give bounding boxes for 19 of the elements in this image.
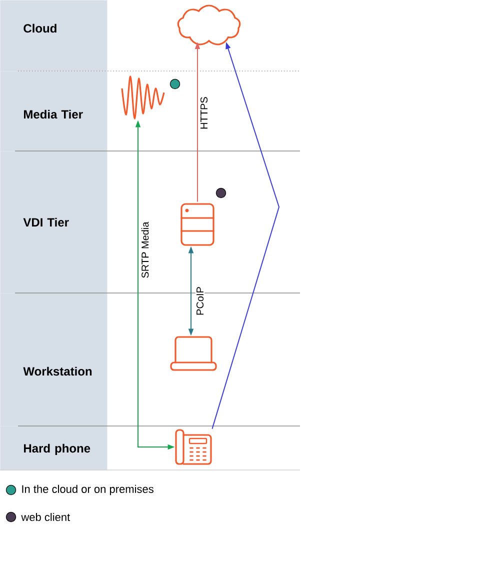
legend-text: In the cloud or on premises — [22, 484, 154, 496]
cloud-icon — [177, 4, 241, 46]
node-label: Media Tier — [24, 110, 83, 119]
edge-label: PCoIP — [195, 286, 205, 316]
edge-label: HTTPS — [199, 96, 209, 130]
server-icon — [180, 203, 214, 246]
legend-text: web client — [21, 512, 70, 522]
node-label: Cloud — [24, 24, 56, 33]
edge-label: SRTP Media — [140, 220, 150, 280]
tier-cell: Media Tier — [0, 71, 108, 152]
tier-cell: Cloud — [0, 0, 108, 72]
desk-phone-icon — [175, 429, 212, 465]
tier-cell: Hard phone — [0, 426, 108, 470]
node-label: VDI Tier — [23, 218, 69, 227]
node-label: Hard phone — [24, 444, 90, 455]
laptop-icon — [170, 336, 217, 371]
node-label: Workstation — [23, 366, 92, 376]
waveform-icon — [121, 76, 165, 120]
tier-cell: VDI Tier — [0, 151, 108, 294]
